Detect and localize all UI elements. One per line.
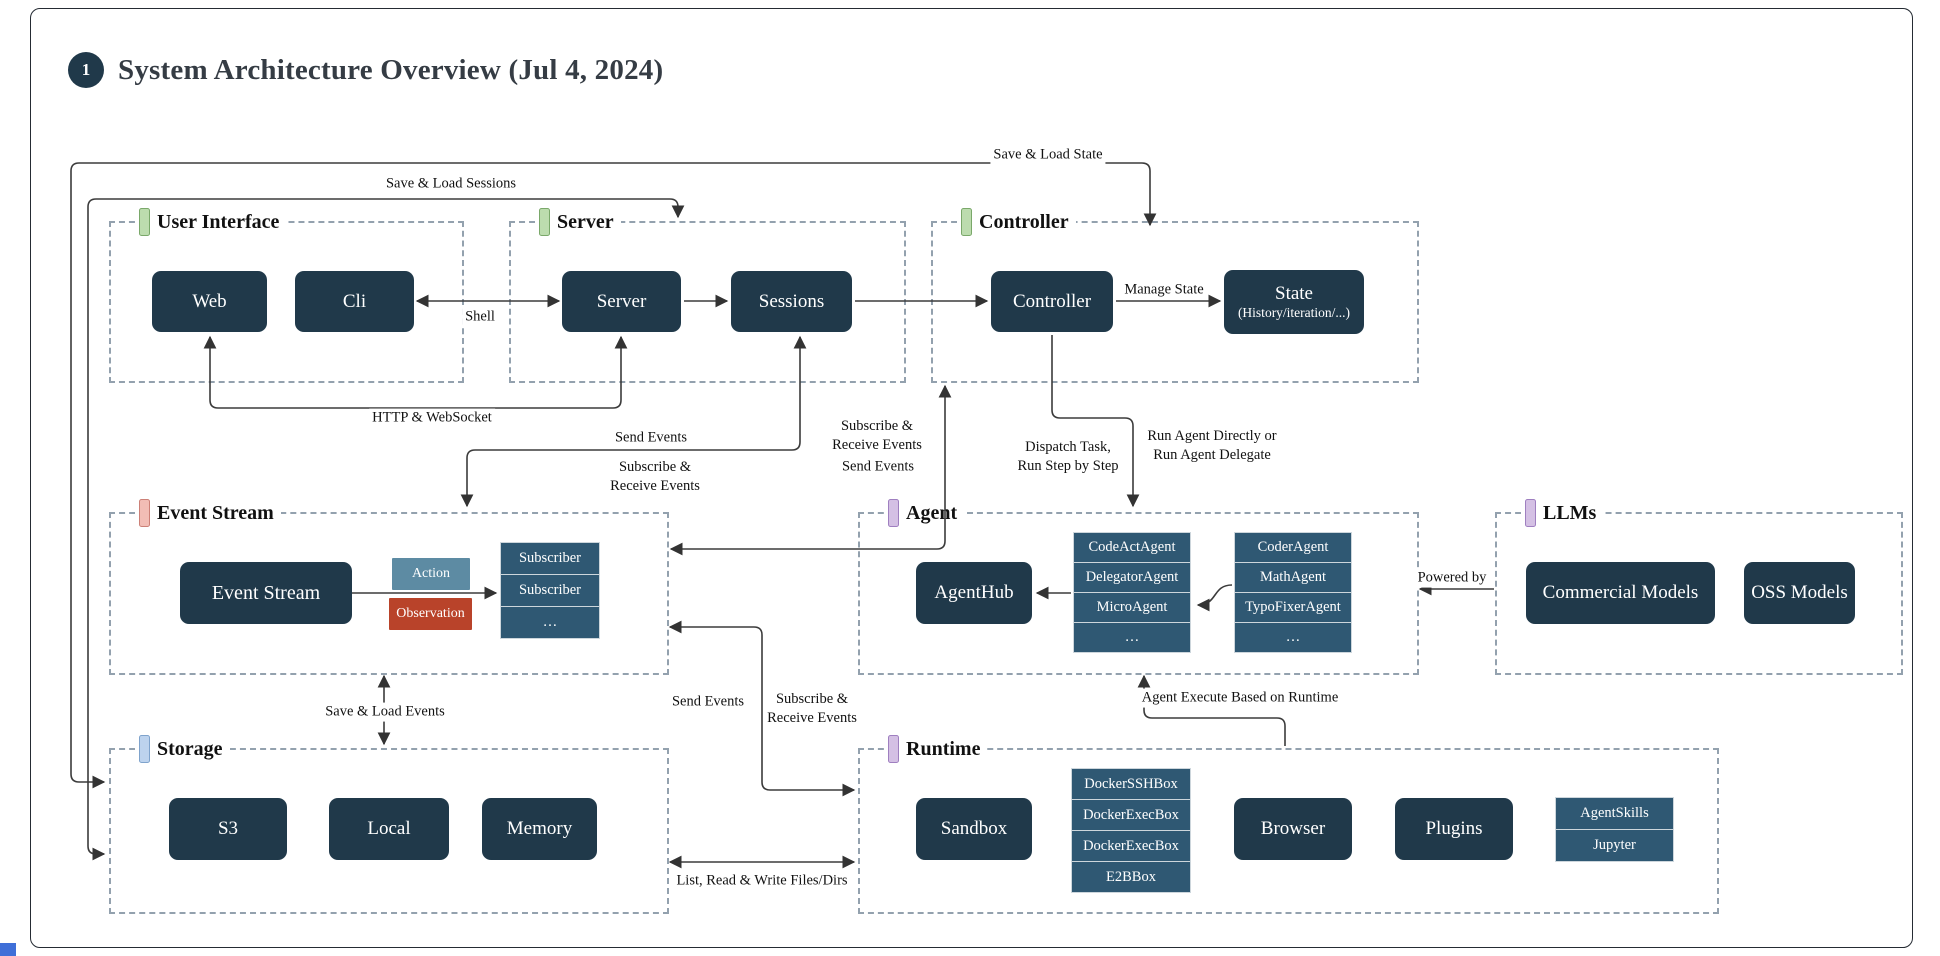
outer-frame xyxy=(30,8,1913,948)
label-save-load-events: Save & Load Events xyxy=(322,702,448,722)
plugin-row: AgentSkills xyxy=(1555,797,1674,830)
label-subscribe-receive-right: Subscribe & Receive Events xyxy=(829,417,925,455)
label-subscribe-receive-top: Subscribe & Receive Events xyxy=(607,458,703,496)
agent-row: … xyxy=(1234,622,1352,653)
section-llms-label: LLMs xyxy=(1543,501,1597,524)
node-commercial-models: Commercial Models xyxy=(1526,562,1715,624)
label-save-load-state: Save & Load State xyxy=(990,145,1106,165)
label-send-events-bottom: Send Events xyxy=(668,692,748,712)
page-title: System Architecture Overview (Jul 4, 202… xyxy=(118,53,664,86)
node-state-subtitle: (History/iteration/...) xyxy=(1237,305,1351,321)
node-oss-models: OSS Models xyxy=(1744,562,1855,624)
node-sandbox: Sandbox xyxy=(916,798,1032,860)
node-plugins: Plugins xyxy=(1395,798,1513,860)
label-send-events-right: Send Events xyxy=(838,457,918,477)
wire-save-load-state xyxy=(70,162,1157,789)
node-state-title: State xyxy=(1275,283,1313,305)
bottom-left-blue-strip xyxy=(0,943,16,956)
label-agent-execute: Agent Execute Based on Runtime xyxy=(1138,688,1342,708)
label-run-agent: Run Agent Directly or Run Agent Delegate xyxy=(1144,427,1280,465)
step-number-badge: 1 xyxy=(68,52,104,88)
wire-http-websocket xyxy=(203,335,628,409)
wire-save-load-sessions xyxy=(87,198,685,861)
label-shell: Shell xyxy=(462,307,498,327)
label-powered-by: Powered by xyxy=(1414,568,1490,588)
label-send-events-top: Send Events xyxy=(611,428,691,448)
wire-agent-execute xyxy=(1137,674,1286,746)
label-http-websocket: HTTP & WebSocket xyxy=(369,408,495,428)
label-subscribe-receive-bottom: Subscribe & Receive Events xyxy=(764,690,860,728)
label-manage-state: Manage State xyxy=(1121,280,1207,300)
sandbox-row: E2BBox xyxy=(1071,861,1191,893)
diagram-header: 1 System Architecture Overview (Jul 4, 2… xyxy=(68,52,663,88)
wire-stack2-microagent xyxy=(1196,584,1233,612)
agent-row: MathAgent xyxy=(1234,562,1352,593)
agent-stack-2: CoderAgent MathAgent TypoFixerAgent … xyxy=(1234,532,1352,653)
tag-icon-llms xyxy=(1525,499,1536,527)
plugin-row: Jupyter xyxy=(1555,829,1674,862)
plugins-stack: AgentSkills Jupyter xyxy=(1555,797,1674,862)
node-state: State (History/iteration/...) xyxy=(1224,270,1364,334)
section-llms: LLMs xyxy=(1495,499,1903,675)
label-save-load-sessions: Save & Load Sessions xyxy=(382,174,520,194)
sandbox-row: DockerExecBox xyxy=(1071,830,1191,862)
wire-dispatch-task xyxy=(1051,335,1140,508)
label-list-read-write: List, Read & Write Files/Dirs xyxy=(673,871,851,891)
label-dispatch-task: Dispatch Task, Run Step by Step xyxy=(1014,438,1122,476)
node-browser: Browser xyxy=(1234,798,1352,860)
